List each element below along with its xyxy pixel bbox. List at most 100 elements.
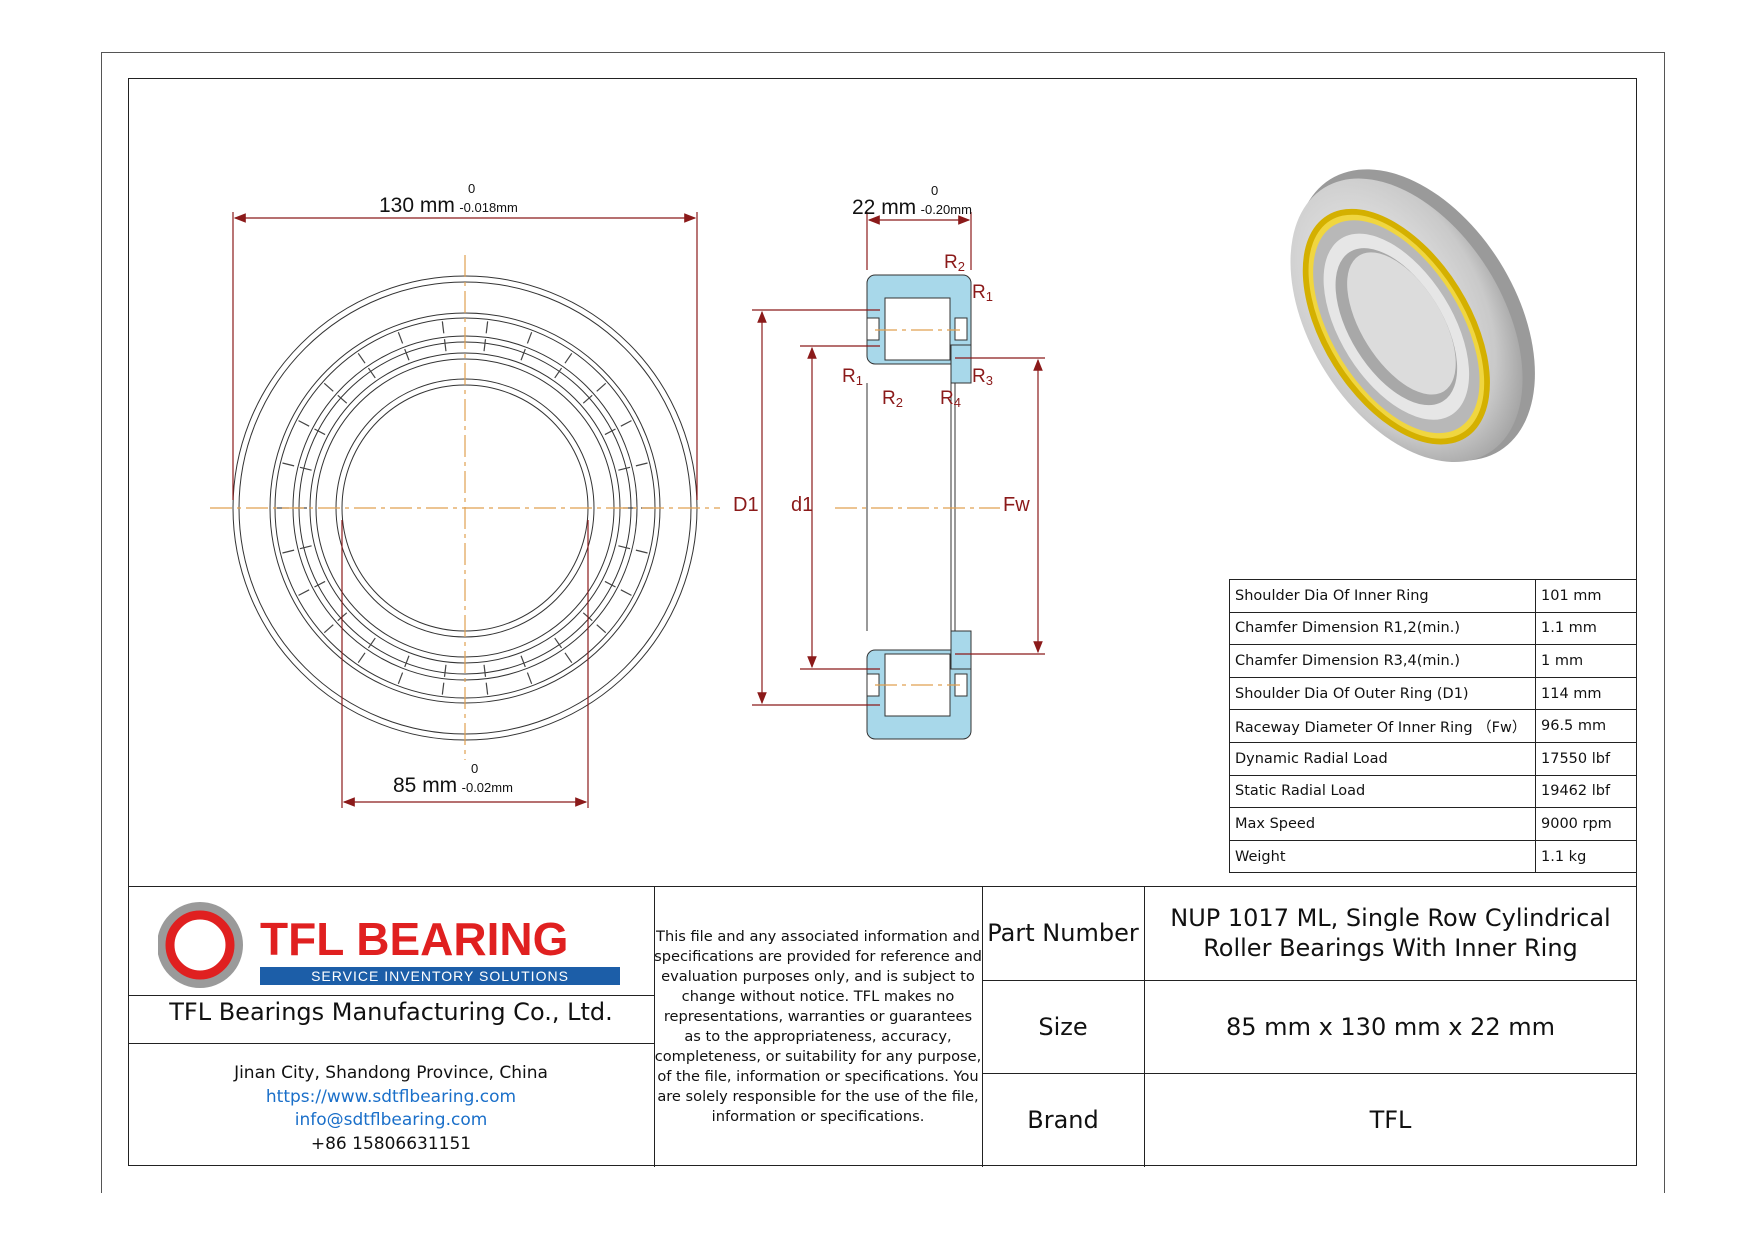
label-R2-top: R2 <box>944 252 965 274</box>
roller-mark <box>337 394 348 404</box>
label-R4: R4 <box>940 388 961 410</box>
spec-row: Chamfer Dimension R1,2(min.)1.1 mm <box>1229 611 1637 646</box>
spec-label: Chamfer Dimension R1,2(min.) <box>1229 611 1536 646</box>
spec-label: Shoulder Dia Of Inner Ring <box>1229 579 1536 613</box>
roller-mark <box>604 428 616 436</box>
spec-value: 96.5 mm <box>1535 709 1637 743</box>
logo-tagline: SERVICE INVENTORY SOLUTIONS <box>311 968 569 984</box>
roller-mark <box>367 367 376 379</box>
spec-value: 17550 lbf <box>1535 741 1637 776</box>
roller-mark <box>299 545 312 550</box>
part-number-label: Part Number <box>987 919 1139 947</box>
roller-mark <box>618 545 631 550</box>
front-dimension-lines <box>232 212 698 808</box>
roller-mark <box>282 462 295 467</box>
label-d1: d1 <box>791 494 814 516</box>
spec-value: 114 mm <box>1535 676 1637 711</box>
roller-mark <box>314 580 326 588</box>
roller-mark <box>554 637 563 649</box>
roller-mark <box>404 348 410 361</box>
roller-mark <box>367 637 376 649</box>
spec-label: Max Speed <box>1229 807 1536 841</box>
roller-mark <box>596 624 607 634</box>
roller-mark <box>564 352 573 364</box>
roller-mark <box>604 580 616 588</box>
spec-value: 101 mm <box>1535 579 1637 613</box>
spec-row: Raceway Diameter Of Inner Ring （Fw）96.5 … <box>1229 709 1637 743</box>
roller-mark <box>298 420 310 427</box>
brand-value: TFL <box>1369 1106 1412 1134</box>
front-center-lines <box>210 255 720 760</box>
side-view <box>866 274 972 740</box>
label-R1-left: R1 <box>842 366 863 388</box>
roller-mark <box>299 466 312 471</box>
label-R1-top: R1 <box>972 282 993 304</box>
roller-mark <box>404 655 410 668</box>
side-center-lines <box>835 329 1000 686</box>
spec-label: Static Radial Load <box>1229 774 1536 809</box>
roller-mark <box>483 339 487 352</box>
spec-label: Shoulder Dia Of Outer Ring (D1) <box>1229 676 1536 711</box>
roller-mark <box>314 428 326 436</box>
roller-mark <box>554 367 563 379</box>
roller-mark <box>357 652 366 664</box>
roller-mark <box>635 549 648 554</box>
roller-mark <box>483 664 487 677</box>
brand-label: Brand <box>1027 1106 1099 1134</box>
roller-mark <box>298 589 310 596</box>
roller-mark <box>441 682 445 695</box>
company-name: TFL Bearings Manufacturing Co., Ltd. <box>169 998 613 1026</box>
roller-mark <box>526 672 533 684</box>
size-value: 85 mm x 130 mm x 22 mm <box>1226 1013 1555 1041</box>
spec-value: 1.1 mm <box>1535 611 1637 646</box>
spec-label: Raceway Diameter Of Inner Ring （Fw） <box>1229 709 1536 743</box>
logo-wordmark: TFL BEARING <box>260 913 568 965</box>
contact-info: Jinan City, Shandong Province, China htt… <box>128 1062 654 1156</box>
roller-mark <box>485 682 489 695</box>
width-dimension: 22 mm 0 -0.20mm <box>852 183 972 219</box>
spec-value: 19462 lbf <box>1535 774 1637 809</box>
title-block: TFL BEARING SERVICE INVENTORY SOLUTIONS … <box>128 886 1637 1167</box>
label-R2-bottom: R2 <box>882 388 903 410</box>
roller-mark <box>397 332 404 344</box>
spec-row: Shoulder Dia Of Outer Ring (D1)114 mm <box>1229 676 1637 711</box>
company-logo: TFL BEARING SERVICE INVENTORY SOLUTIONS <box>158 902 620 988</box>
website-link[interactable]: https://www.sdtflbearing.com <box>265 1086 517 1107</box>
roller-mark <box>357 352 366 364</box>
roller-mark <box>443 339 447 352</box>
roller-mark <box>323 382 334 392</box>
roller-mark <box>520 655 526 668</box>
roller-mark <box>618 466 631 471</box>
roller-mark <box>443 664 447 677</box>
roller-mark <box>620 420 632 427</box>
drawing-frame <box>128 78 1637 1166</box>
label-D1: D1 <box>733 494 759 516</box>
roller-mark <box>520 348 526 361</box>
roller-marks <box>277 321 653 695</box>
drawing-sheet <box>101 52 1665 1193</box>
disclaimer-text: This file and any associated information… <box>654 928 982 1125</box>
spec-value: 1 mm <box>1535 644 1637 678</box>
spec-value: 1.1 kg <box>1535 839 1637 874</box>
phone: +86 15806631151 <box>310 1133 472 1154</box>
email-link[interactable]: info@sdtflbearing.com <box>294 1110 488 1130</box>
roller-mark <box>620 589 632 596</box>
roller-mark <box>397 672 404 684</box>
spec-row: Chamfer Dimension R3,4(min.)1 mm <box>1229 644 1637 678</box>
spec-label: Weight <box>1229 839 1536 874</box>
roller-mark <box>596 382 607 392</box>
roller-mark <box>485 321 489 334</box>
spec-value: 9000 rpm <box>1535 807 1637 841</box>
spec-label: Dynamic Radial Load <box>1229 741 1536 776</box>
roller-mark <box>526 332 533 344</box>
label-R3: R3 <box>972 366 993 388</box>
size-label: Size <box>1038 1013 1088 1041</box>
roller-mark <box>564 652 573 664</box>
side-dimension-lines <box>752 212 1045 706</box>
